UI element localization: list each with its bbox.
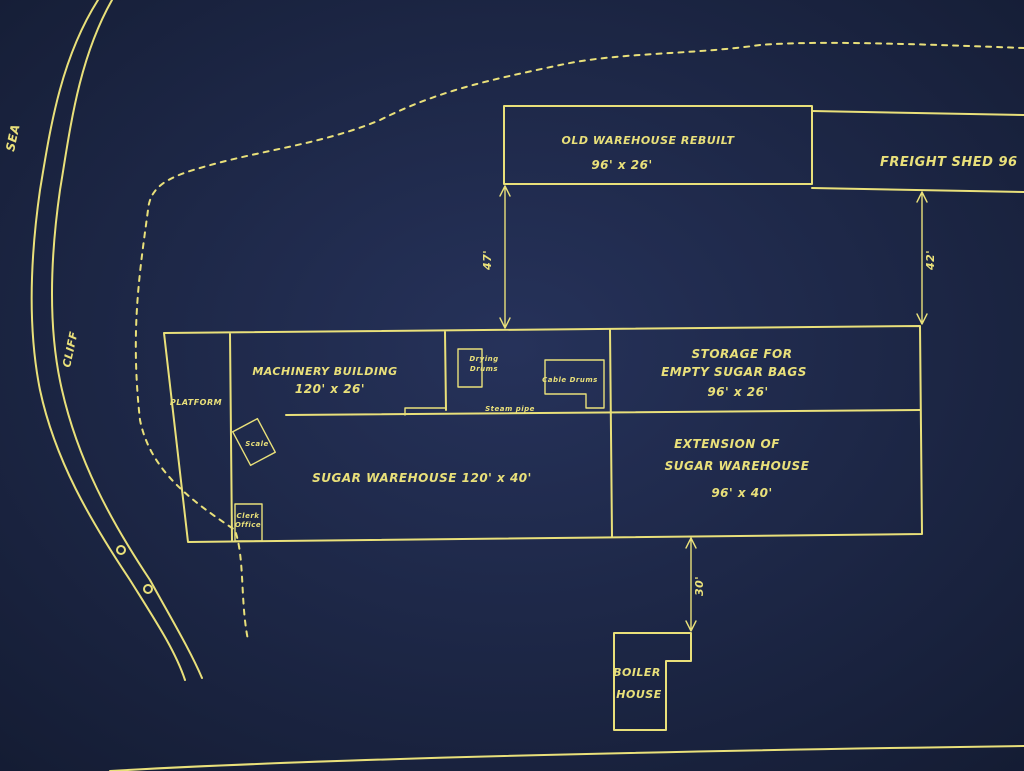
steam-pipe-label: Steam pipe (485, 405, 535, 413)
boiler-line1: BOILER (613, 666, 661, 679)
dimension-right (916, 191, 928, 325)
old-warehouse-block (503, 105, 1024, 193)
clerk-office-line1: Clerk (237, 512, 261, 520)
boiler-house (613, 632, 692, 731)
storage-dims: 96' x 26' (707, 385, 768, 399)
old-warehouse-title: OLD WAREHOUSE REBUILT (562, 134, 736, 147)
storage-line1: STORAGE FOR (692, 347, 793, 361)
scale-label: Scale (245, 440, 269, 448)
extension-dims: 96' x 40' (711, 486, 772, 500)
sea-label: SEA (3, 123, 22, 153)
drying-drums-line2: Drums (470, 365, 498, 373)
boiler-line2: HOUSE (616, 688, 661, 701)
freight-shed-label: FREIGHT SHED 96 (880, 155, 1018, 170)
property-boundary (134, 41, 1024, 641)
platform-label: PLATFORM (170, 398, 222, 407)
sugar-warehouse-label: SUGAR WAREHOUSE 120' x 40' (312, 471, 532, 485)
extension-line1: EXTENSION OF (674, 437, 780, 451)
machinery-dims: 120' x 26' (295, 382, 365, 396)
old-warehouse-dims: 96' x 26' (591, 158, 652, 172)
extension-line2: SUGAR WAREHOUSE (665, 459, 810, 473)
dimension-bottom (685, 537, 697, 632)
clerk-office-line2: Office (235, 521, 261, 529)
dimension-left-label: 47' (481, 250, 494, 271)
machinery-title: MACHINERY BUILDING (252, 365, 397, 378)
main-buildings (163, 325, 923, 543)
dimension-left (499, 185, 511, 329)
storage-line2: EMPTY SUGAR BAGS (661, 365, 807, 379)
dimension-bottom-label: 30' (693, 576, 706, 596)
cable-drums-label: Cable Drums (542, 376, 598, 384)
bottom-boundary (109, 745, 1024, 771)
coastline (30, 0, 203, 681)
dimension-right-label: 42' (924, 250, 937, 271)
drying-drums-line1: Drying (469, 355, 498, 363)
